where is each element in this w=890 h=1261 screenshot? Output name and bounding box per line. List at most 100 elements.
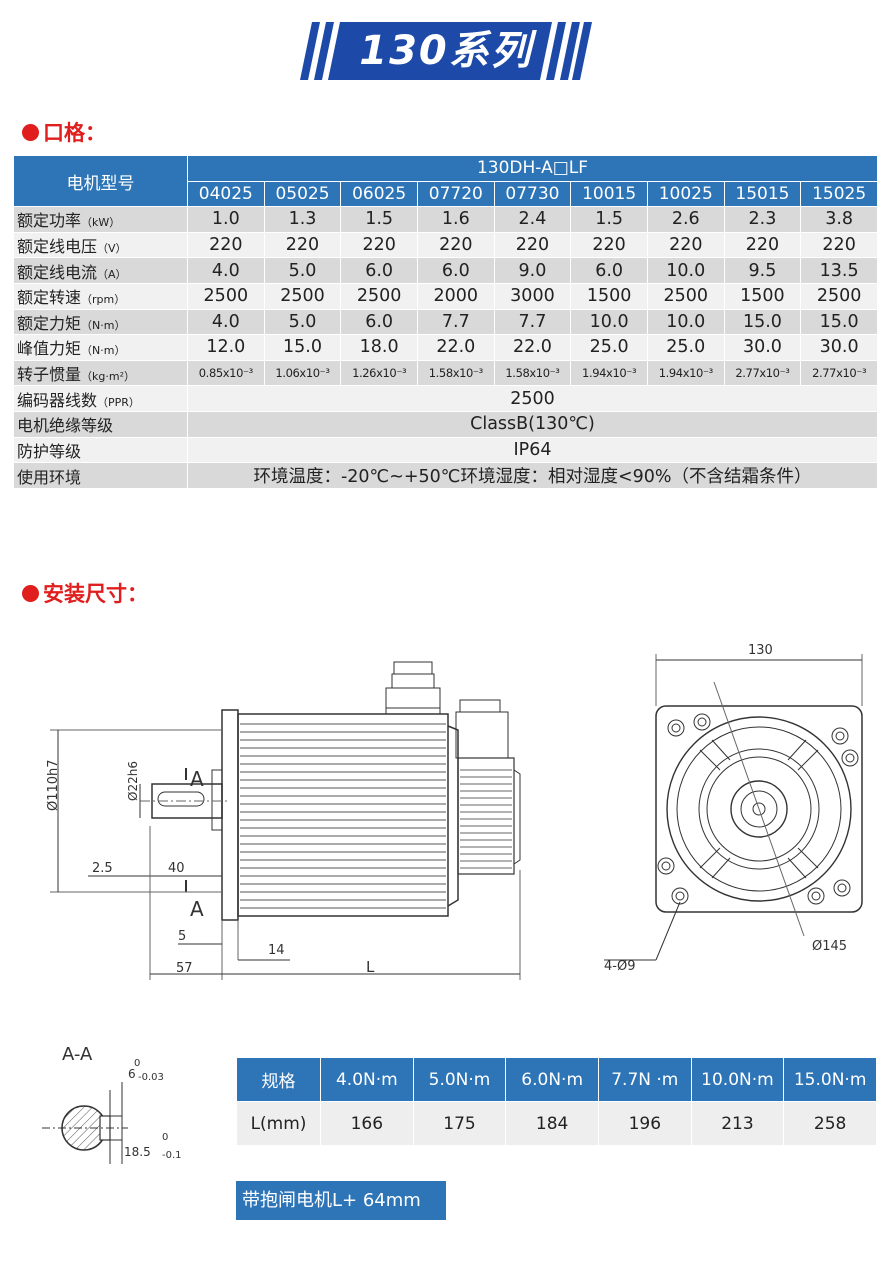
length-value-cell: 184 bbox=[505, 1101, 599, 1146]
spec-row-unit: （kW） bbox=[81, 216, 121, 230]
section-specs-label: 口格： bbox=[43, 121, 106, 145]
length-value-cell: 166 bbox=[320, 1101, 414, 1146]
spec-row-label-text: 转子惯量 bbox=[17, 365, 82, 385]
spec-row-label: 额定力矩（N·m） bbox=[13, 308, 188, 336]
length-value-cell: 196 bbox=[597, 1101, 692, 1146]
length-value-cell: 213 bbox=[690, 1101, 785, 1146]
spec-model-name: 130DH-A□LF bbox=[187, 155, 878, 182]
spec-model-code: 04025 bbox=[187, 180, 265, 208]
length-value-cell: 258 bbox=[783, 1101, 877, 1146]
spec-value-cell: 220 bbox=[263, 231, 342, 259]
length-header-cell: 15.0N·m bbox=[783, 1057, 877, 1102]
motor-drawing: Ø110h7 Ø22h6 A A 2.5 40 5 14 57 L 130 Ø1… bbox=[46, 643, 863, 980]
spec-row-label: 使用环境 bbox=[13, 462, 188, 490]
spec-header-label: 电机型号 bbox=[13, 154, 188, 208]
spec-value-cell: 22.0 bbox=[416, 334, 495, 361]
spec-value-cell: 220 bbox=[493, 231, 572, 259]
front-flange bbox=[655, 705, 863, 913]
dim-130: 130 bbox=[748, 643, 773, 658]
spec-value-cell: 2.4 bbox=[493, 206, 572, 233]
spec-row-unit: （PPR） bbox=[97, 395, 140, 409]
spec-value-cell: 2500 bbox=[263, 282, 342, 310]
spec-value-cell: 13.5 bbox=[800, 257, 878, 284]
spec-model-code: 15025 bbox=[800, 180, 878, 208]
spec-value-cell: 1.0 bbox=[187, 206, 265, 233]
spec-value-cell: 10.0 bbox=[646, 257, 725, 284]
spec-model-code: 10015 bbox=[570, 180, 648, 208]
spec-row-unit: （kg·m²） bbox=[81, 370, 135, 384]
red-dot-icon bbox=[22, 584, 39, 602]
spec-value-cell: 1.26x10⁻³ bbox=[340, 359, 418, 387]
length-header-cell: 7.7N ·m bbox=[597, 1057, 692, 1102]
spec-row-label: 额定转速（rpm） bbox=[13, 282, 188, 310]
spec-value-cell: 6.0 bbox=[340, 257, 418, 284]
dim-key-dia: Ø22h6 bbox=[126, 761, 140, 801]
spec-row-label: 额定线电压（V） bbox=[13, 231, 188, 259]
spec-value-cell: 2500 bbox=[340, 282, 418, 310]
spec-value-cell: 9.0 bbox=[493, 257, 572, 284]
spec-row-label-text: 编码器线数 bbox=[17, 390, 98, 410]
spec-value-cell: 1.5 bbox=[340, 206, 418, 233]
spec-merged-value: 环境温度：-20℃~+50℃环境湿度：相对湿度<90%（不含结霜条件） bbox=[187, 462, 878, 490]
spec-value-cell: 7.7 bbox=[416, 308, 495, 336]
length-header-cell: 6.0N·m bbox=[505, 1057, 599, 1102]
dim-L: L bbox=[366, 958, 375, 976]
table-row: 编码器线数（PPR）2500 bbox=[13, 385, 878, 412]
spec-value-cell: 4.0 bbox=[187, 257, 265, 284]
spec-value-cell: 2500 bbox=[800, 282, 878, 310]
spec-value-cell: 25.0 bbox=[570, 334, 648, 361]
bolt-holes bbox=[657, 713, 859, 905]
length-table-header: 规格 4.0N·m 5.0N·m 6.0N·m 7.7N ·m 10.0N·m … bbox=[236, 1057, 877, 1102]
spec-row-label: 防护等级 bbox=[13, 436, 188, 464]
spec-value-cell: 3000 bbox=[493, 282, 572, 310]
spec-value-cell: 2.77x10⁻³ bbox=[800, 359, 878, 387]
spec-value-cell: 2000 bbox=[416, 282, 495, 310]
tol1-value: 6 bbox=[128, 1067, 136, 1081]
flange bbox=[221, 709, 239, 921]
spec-value-cell: 1.3 bbox=[263, 206, 342, 233]
tol1-top: 0 bbox=[134, 1058, 140, 1069]
body-fins bbox=[240, 723, 446, 909]
spec-row-label-text: 峰值力矩 bbox=[17, 339, 82, 359]
dim-57: 57 bbox=[176, 961, 193, 976]
section-aa-title: A-A bbox=[62, 1044, 93, 1065]
spec-value-cell: 220 bbox=[646, 231, 725, 259]
spec-row-label: 额定线电流（A） bbox=[13, 257, 188, 284]
section-aa-view: A-A 0 6 -0.03 0 18.5 -0.1 bbox=[42, 1044, 182, 1164]
spec-value-cell: 0.85x10⁻³ bbox=[187, 359, 265, 387]
spec-row-unit: （V） bbox=[97, 242, 127, 256]
length-value-cell: 175 bbox=[412, 1101, 507, 1146]
length-header-cell: 5.0N·m bbox=[412, 1057, 507, 1102]
spec-row-label-text: 使用环境 bbox=[17, 467, 82, 487]
section-install-heading: 安装尺寸： bbox=[22, 578, 148, 608]
table-row: 使用环境 环境温度：-20℃~+50℃环境湿度：相对湿度<90%（不含结霜条件） bbox=[13, 462, 878, 490]
spec-value-cell: 1.06x10⁻³ bbox=[263, 359, 342, 387]
spec-value-cell: 5.0 bbox=[263, 257, 342, 284]
spec-row-label-text: 额定线电流 bbox=[17, 262, 98, 282]
length-header-cell: 4.0N·m bbox=[320, 1057, 414, 1102]
spec-value-cell: 12.0 bbox=[187, 334, 265, 361]
spec-value-cell: 9.5 bbox=[723, 257, 802, 284]
spec-model-code: 07730 bbox=[493, 180, 572, 208]
spec-value-cell: 15.0 bbox=[263, 334, 342, 361]
spec-value-cell: 15.0 bbox=[723, 308, 802, 336]
dim-40: 40 bbox=[168, 861, 185, 876]
spec-row-label: 峰值力矩（N·m） bbox=[13, 334, 188, 361]
spec-row-label-text: 额定力矩 bbox=[17, 313, 82, 333]
section-mark-top: A bbox=[190, 767, 204, 791]
spec-value-cell: 220 bbox=[800, 231, 878, 259]
spec-value-cell: 30.0 bbox=[723, 334, 802, 361]
tol2-value: 18.5 bbox=[124, 1145, 151, 1159]
red-dot-icon bbox=[22, 123, 39, 141]
rear-cover bbox=[457, 757, 515, 875]
spec-value-cell: 1500 bbox=[570, 282, 648, 310]
